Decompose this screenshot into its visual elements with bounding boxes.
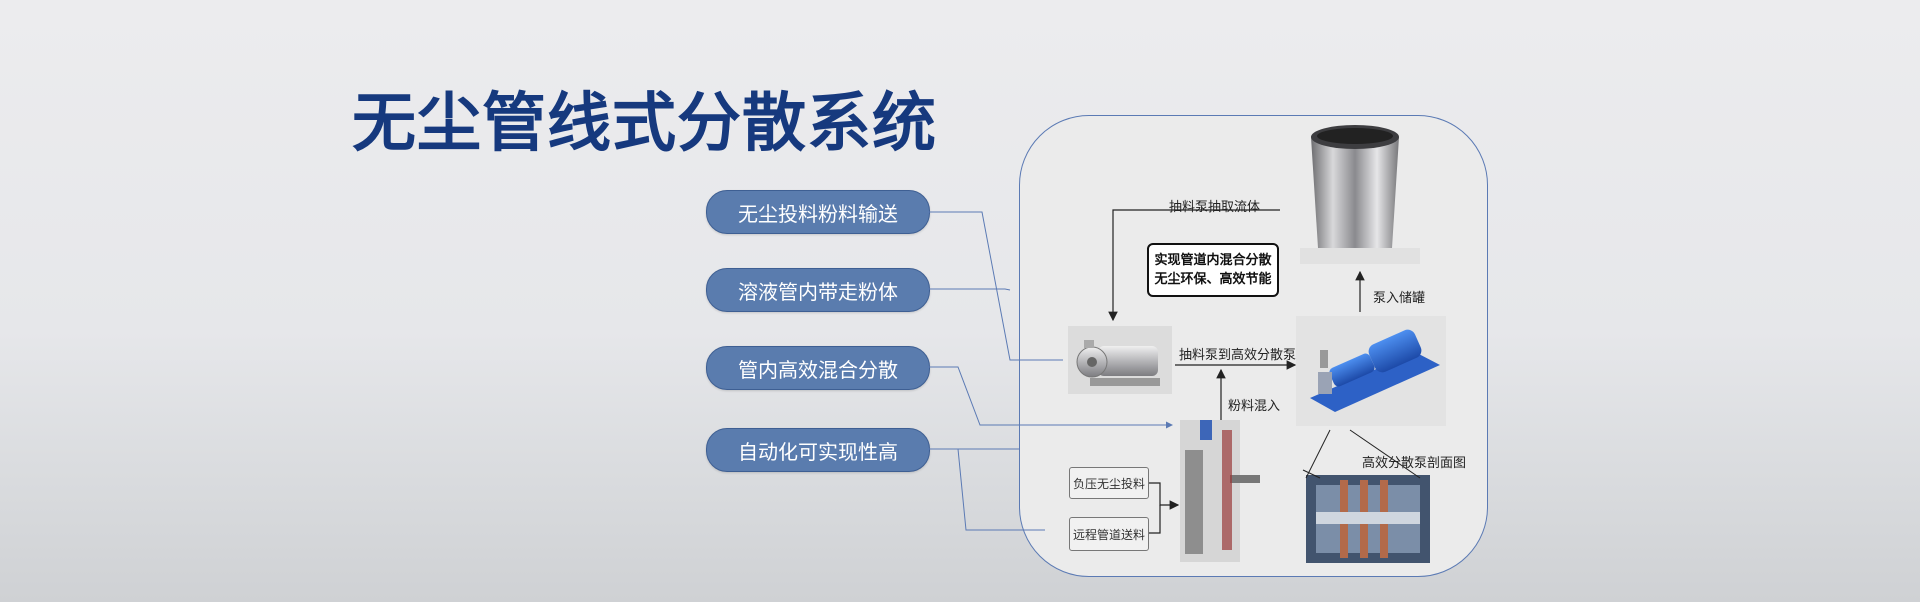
page-title: 无尘管线式分散系统 <box>352 87 937 161</box>
label-section-view: 高效分散泵剖面图 <box>1362 456 1467 471</box>
label-to-disperser: 抽料泵到高效分散泵 <box>1179 348 1297 363</box>
negative-pressure-feeding-box: 负压无尘投料 <box>1069 467 1149 499</box>
disperser-cross-section-image <box>1302 429 1430 563</box>
feature-automation: 自动化可实现性高 <box>706 428 930 472</box>
powder-hopper-image <box>1180 420 1260 562</box>
feature-solution-carries-powder: 溶液管内带走粉体 <box>706 268 930 312</box>
remote-pipe-feeding-box: 远程管道送料 <box>1069 517 1149 551</box>
feature-connectors <box>928 211 1173 531</box>
callout-line-2: 无尘环保、高效节能 <box>1154 272 1272 287</box>
storage-tank-image <box>1300 125 1420 264</box>
process-arrows <box>1108 209 1365 534</box>
high-shear-disperser-image <box>1296 316 1446 426</box>
label-pump-extract: 抽料泵抽取流体 <box>1169 200 1261 215</box>
label-to-tank: 泵入储罐 <box>1373 291 1426 306</box>
feature-inline-mixing: 管内高效混合分散 <box>706 346 930 390</box>
callout-box: 实现管道内混合分散 无尘环保、高效节能 <box>1147 243 1279 297</box>
feature-dustless-feeding: 无尘投料粉料输送 <box>706 190 930 234</box>
extraction-pump-image <box>1068 326 1172 394</box>
label-powder-mix: 粉料混入 <box>1228 399 1281 414</box>
callout-line-1: 实现管道内混合分散 <box>1154 253 1272 268</box>
